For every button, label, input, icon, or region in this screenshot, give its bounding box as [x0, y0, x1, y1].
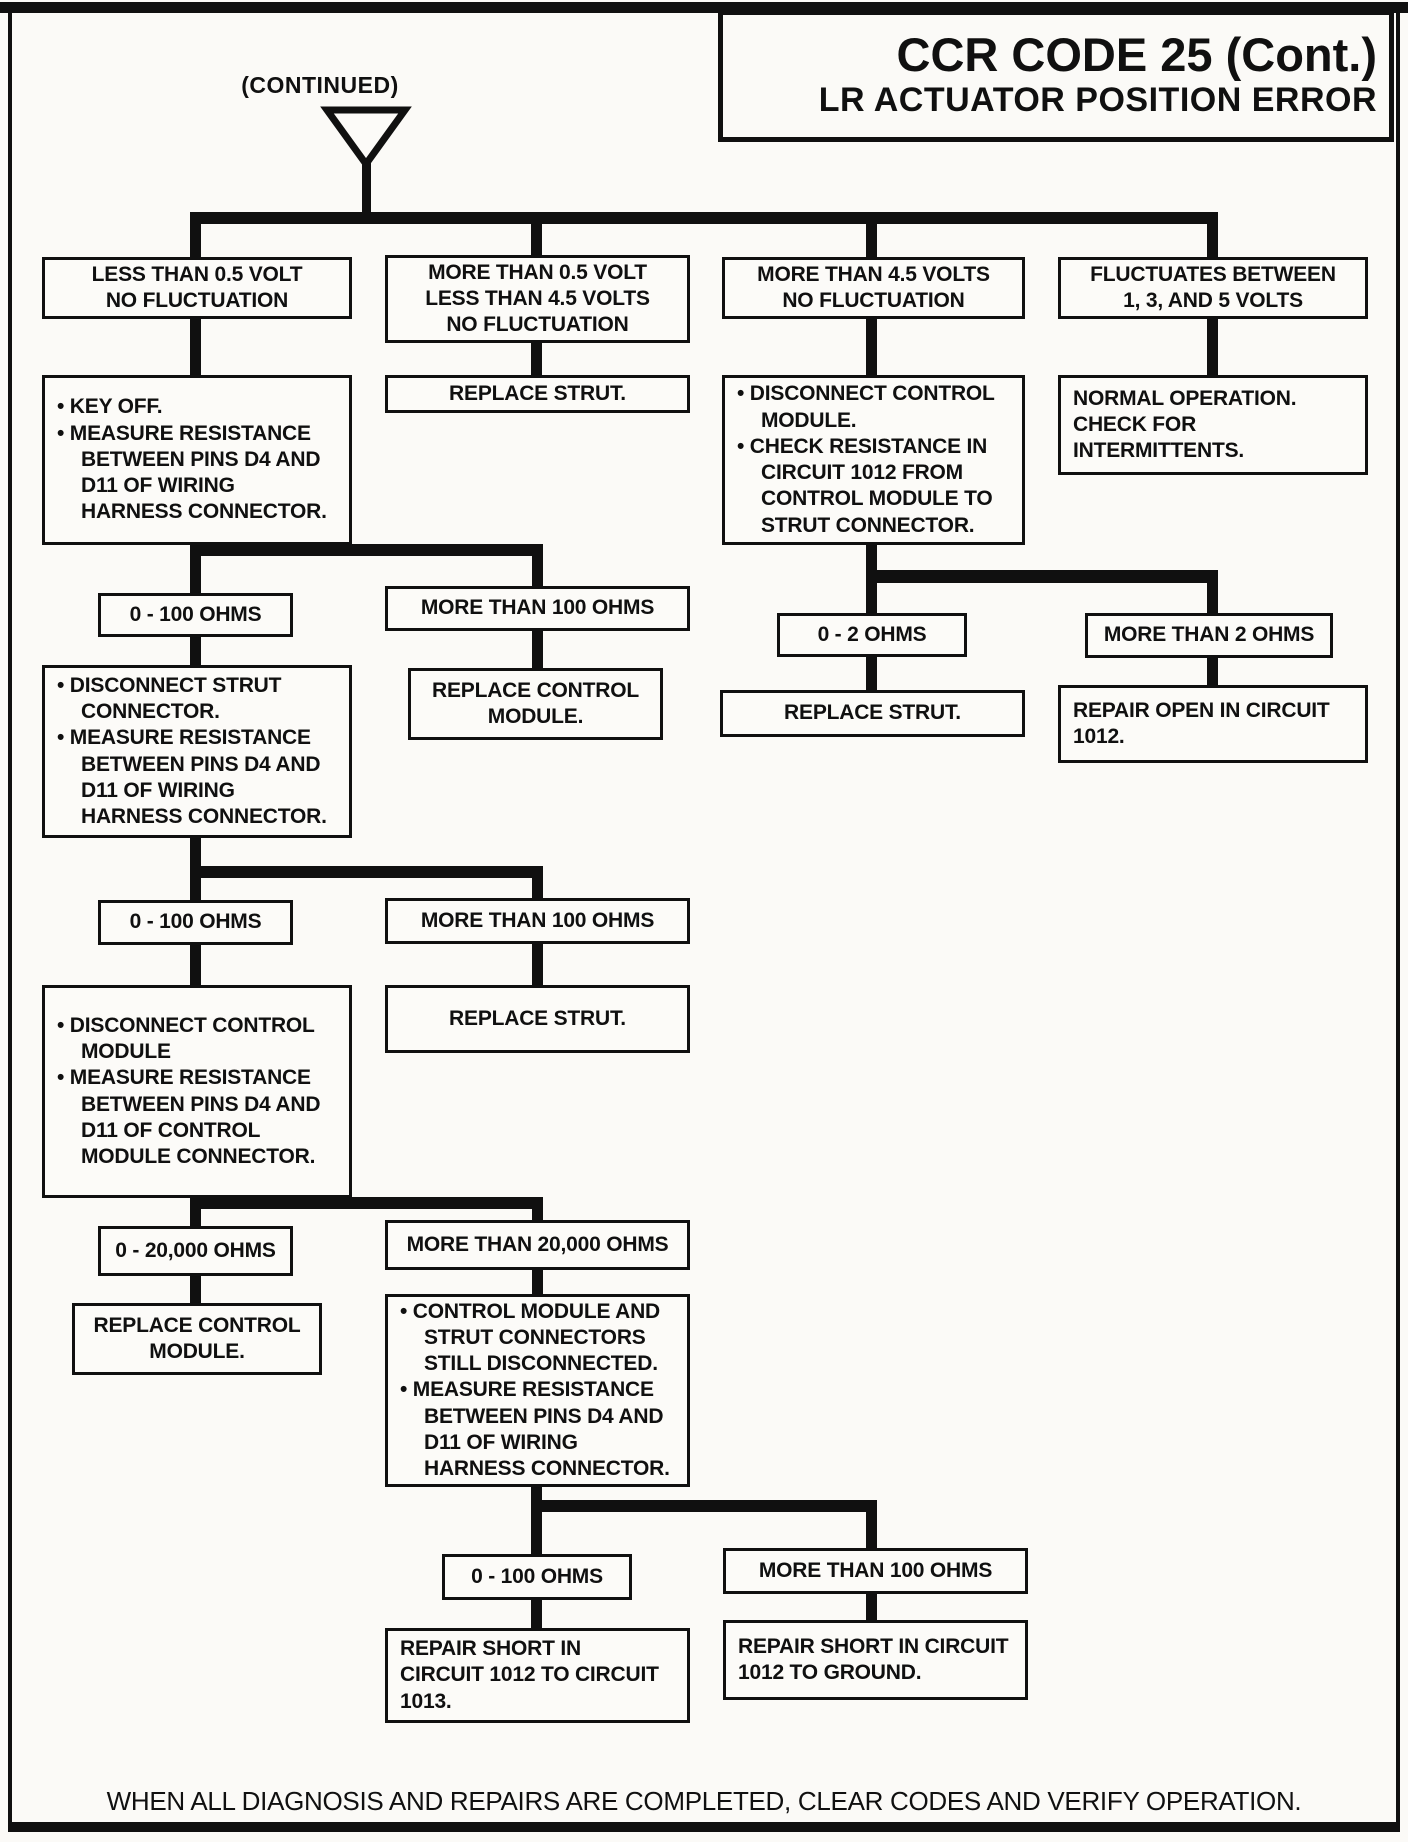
- flow-node-0-20000-ohms: 0 - 20,000 OHMS: [98, 1226, 293, 1276]
- flow-node-still-disconnected: CONTROL MODULE AND STRUT CONNECTORS STIL…: [385, 1294, 690, 1487]
- title-box: CCR CODE 25 (Cont.) LR ACTUATOR POSITION…: [718, 10, 1394, 142]
- flow-node-more-20000-ohms: MORE THAN 20,000 OHMS: [385, 1220, 690, 1270]
- connector-line: [1207, 212, 1218, 262]
- connector-line: [532, 630, 543, 669]
- connector-line: [532, 866, 543, 900]
- flow-node-replace-strut-2: REPLACE STRUT.: [720, 690, 1025, 737]
- connector-line: [866, 318, 877, 376]
- connector-line: [190, 944, 201, 986]
- connector-line: [531, 342, 542, 376]
- flow-node-replace-strut-3: REPLACE STRUT.: [385, 985, 690, 1053]
- page-top-bar: [0, 2, 1408, 13]
- page-bottom-bar: [12, 1822, 1396, 1831]
- connector-line: [531, 1500, 877, 1512]
- connector-line: [190, 636, 201, 666]
- connector-line: [866, 1500, 877, 1549]
- connector-line: [531, 212, 542, 260]
- continued-label: (CONTINUED): [241, 72, 399, 98]
- flow-node-more-2-ohms: MORE THAN 2 OHMS: [1085, 613, 1333, 658]
- flow-node-more-100-ohms-c: MORE THAN 100 OHMS: [723, 1548, 1028, 1594]
- connector-line: [1207, 657, 1218, 686]
- connector-line: [866, 1593, 877, 1621]
- connector-line: [866, 570, 1218, 583]
- connector-line: [190, 544, 543, 556]
- flow-node-more-100-ohms-a: MORE THAN 100 OHMS: [385, 586, 690, 631]
- connector-line: [1207, 570, 1218, 614]
- flow-node-0-100-ohms-b: 0 - 100 OHMS: [98, 900, 293, 945]
- connector-line: [190, 318, 201, 376]
- connector-line: [190, 1275, 201, 1304]
- connector-line: [532, 1269, 543, 1295]
- connector-line: [190, 1197, 543, 1209]
- connector-line: [1207, 318, 1218, 376]
- flow-node-disconnect-cm-measure: DISCONNECT CONTROL MODULEMEASURE RESISTA…: [42, 985, 352, 1198]
- flow-node-disconnect-cm-check: DISCONNECT CONTROL MODULE.CHECK RESISTAN…: [722, 375, 1025, 545]
- connector-line: [531, 1486, 542, 1506]
- connector-line: [532, 544, 543, 587]
- flow-node-0-100-ohms-c: 0 - 100 OHMS: [442, 1554, 632, 1600]
- connector-line: [190, 544, 201, 594]
- connector-line: [190, 866, 543, 878]
- connector-line: [532, 1197, 543, 1222]
- footer-note: WHEN ALL DIAGNOSIS AND REPAIRS ARE COMPL…: [106, 1786, 1302, 1816]
- connector-line: [190, 212, 201, 262]
- connector-line: [190, 866, 201, 902]
- connector-line: [866, 212, 877, 262]
- continuation-triangle-icon: [320, 106, 412, 170]
- connector-line: [362, 162, 371, 216]
- flow-node-0-100-ohms-a: 0 - 100 OHMS: [98, 593, 293, 637]
- connector-line: [531, 1599, 542, 1629]
- connector-line: [190, 212, 1218, 224]
- flow-node-more-100-ohms-b: MORE THAN 100 OHMS: [385, 898, 690, 944]
- connector-line: [532, 943, 543, 986]
- flow-node-replace-strut-1: REPLACE STRUT.: [385, 375, 690, 413]
- flow-node-disconnect-strut: DISCONNECT STRUT CONNECTOR.MEASURE RESIS…: [42, 665, 352, 838]
- connector-line: [531, 1500, 542, 1555]
- connector-line: [866, 656, 877, 691]
- flow-node-key-off-measure: KEY OFF.MEASURE RESISTANCE BETWEEN PINS …: [42, 375, 352, 545]
- page-subtitle: LR ACTUATOR POSITION ERROR: [818, 80, 1377, 119]
- page-title: CCR CODE 25 (Cont.): [896, 28, 1377, 82]
- connector-line: [190, 1197, 201, 1228]
- connector-line: [190, 838, 201, 871]
- flow-node-0-2-ohms: 0 - 2 OHMS: [777, 613, 967, 657]
